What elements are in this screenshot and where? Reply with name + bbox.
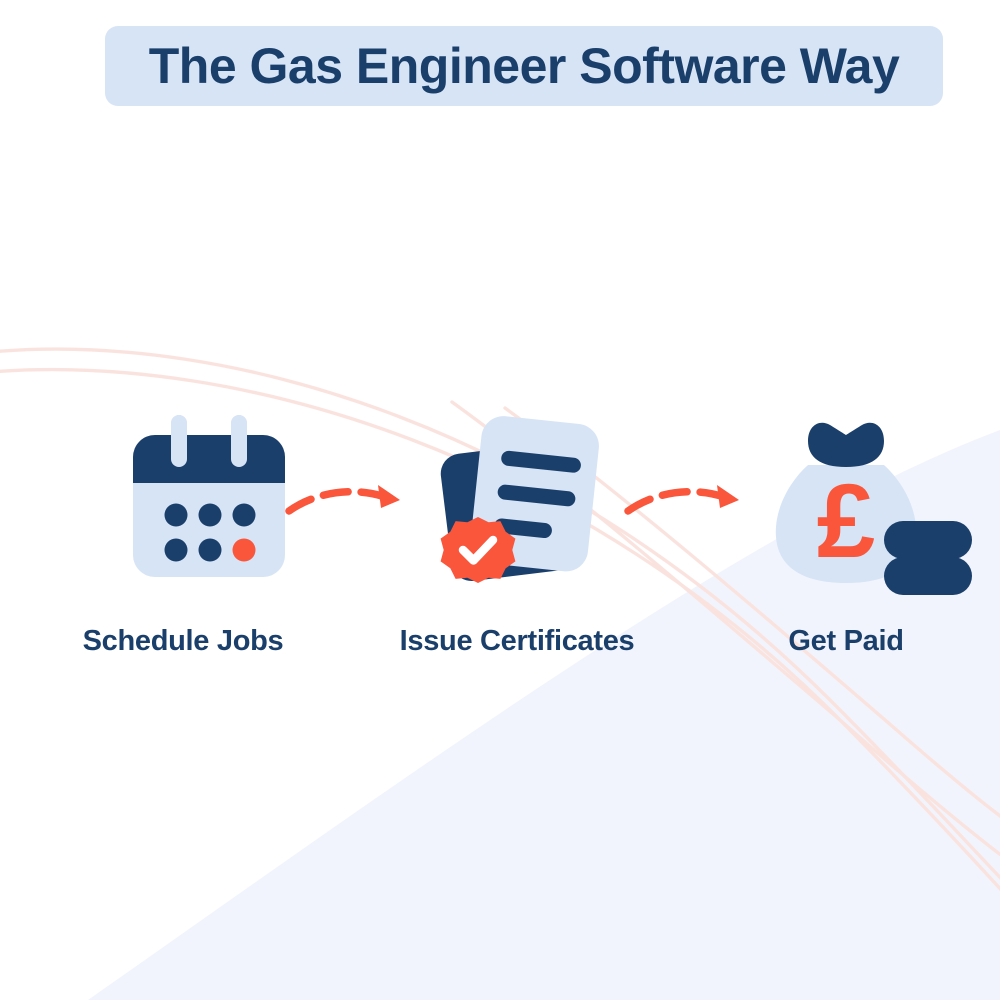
step-label-schedule-jobs: Schedule Jobs <box>82 625 284 657</box>
certificate-text-line <box>494 518 552 538</box>
coin-top <box>884 521 972 559</box>
step-icon-wrapper <box>367 405 667 605</box>
title-banner: The Gas Engineer Software Way <box>105 26 943 106</box>
certificate-document-icon <box>440 416 599 583</box>
page-title: The Gas Engineer Software Way <box>148 38 900 94</box>
step-label-issue-certificates: Issue Certificates <box>399 625 635 657</box>
calendar-header-band <box>133 435 285 483</box>
calendar-dot-highlight <box>232 538 256 562</box>
calendar-icon <box>133 415 285 577</box>
money-bag-tie <box>808 422 884 467</box>
process-steps-row: Schedule Jobs <box>0 405 1000 675</box>
money-bag-body <box>775 465 917 583</box>
dashed-arrow-curve <box>624 487 728 515</box>
calendar-dot <box>164 538 188 562</box>
calendar-dot <box>198 538 222 562</box>
money-bag-icon: £ <box>775 422 972 595</box>
calendar-dot <box>232 503 256 527</box>
arrow-head <box>378 485 400 508</box>
step-label-get-paid: Get Paid <box>788 625 904 657</box>
calendar-dot <box>164 503 188 527</box>
calendar-ring-right-overlay <box>231 415 247 467</box>
connector-arrow-schedule-to-certificates <box>285 485 400 515</box>
calendar-dot <box>198 503 222 527</box>
step-schedule-jobs: Schedule Jobs <box>33 405 333 656</box>
pound-symbol: £ <box>817 463 875 580</box>
step-issue-certificates: Issue Certificates <box>367 405 667 656</box>
certificate-text-line <box>497 484 576 507</box>
connector-arrow-certificates-to-paid <box>624 485 739 515</box>
badge-check-mark <box>458 535 498 565</box>
coin-bottom <box>884 557 972 595</box>
certificate-text-line <box>501 450 581 473</box>
step-icon-wrapper: £ <box>696 405 996 605</box>
dashed-arrow-curve <box>285 487 389 515</box>
calendar-ring-left-overlay <box>171 415 187 467</box>
step-icon-wrapper <box>33 405 333 605</box>
step-get-paid: £ Get Paid <box>696 405 996 656</box>
arrow-head <box>717 485 739 508</box>
